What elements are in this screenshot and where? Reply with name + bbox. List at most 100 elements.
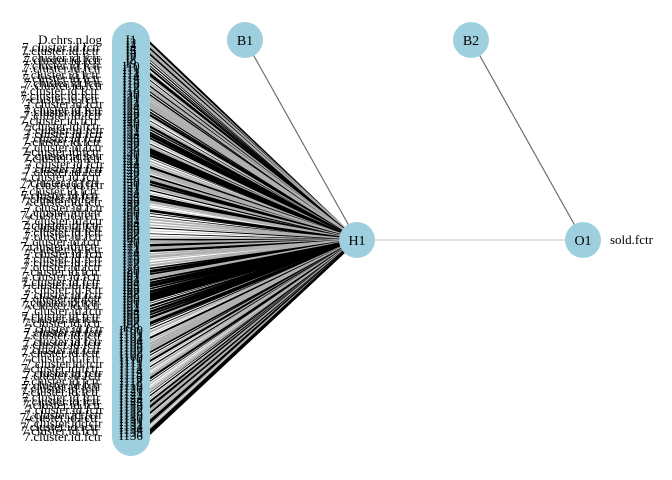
input-node-index: I25 [122,102,139,117]
input-variable-label: 7.cluster.id.fctr [23,60,102,75]
input-variable-label: 7.cluster.id.fctr [21,43,100,58]
input-node-index: I45 [122,161,139,176]
input-variable-label: 7.cluster.id.fctr [23,291,102,306]
input-node-index: I81 [122,267,139,282]
input-variable-label: 7.cluster.id.fctr [24,102,103,117]
input-edge [144,152,358,242]
input-node-index: I11 [123,61,140,76]
input-variable-label: 7.cluster.id.fctr [23,204,102,219]
input-variable-label: 7.cluster.id.fctr [26,156,105,171]
input-variable-label: 7.cluster.id.fctr [22,39,101,54]
input-variable-label: 7.cluster.id.fctr [23,367,102,382]
input-variable-label: 7.cluster.id.fctr [25,321,104,336]
input-node-index: I40 [122,146,139,161]
input-node-index: I133 [119,419,143,434]
input-node-index: I129 [119,408,143,423]
input-node-index: I36 [122,135,140,150]
input-variable-label: 7.cluster.id.fctr [23,134,102,149]
input-node-index: I115 [119,366,142,381]
input-variable-label: 7.cluster.id.fctr [25,126,104,141]
input-node-index: I65 [122,220,139,235]
input-node-index: I111 [120,355,143,370]
input-variable-label: 7.cluster.id.fctr [22,234,101,249]
input-node-index: I73 [122,243,139,258]
input-variable-labels: 7.cluster.id.fctr7.cluster.id.fctr7.clus… [20,39,105,438]
input-layer: I1I2I3I4I5I6I7I8I9I10I11I12I13I14I15I16I… [24,22,150,456]
input-variable-label: 7.cluster.id.fctr [22,342,101,357]
input-variable-label: 7.cluster.id.fctr [22,144,101,159]
input-variable-label: 7.cluster.id.fctr [24,108,103,123]
input-node-index: I12 [122,64,139,79]
input-node-index: I109 [119,349,143,364]
input-node-index: I93 [122,302,139,317]
input-node-index: I23 [122,97,139,112]
input-node-index: I41 [122,149,139,164]
input-node-index: I89 [122,290,139,305]
input-variable-label: 7.cluster.id.fctr [24,287,103,302]
input-edge [144,114,358,241]
input-variable-label: 7.cluster.id.fctr [25,402,104,417]
input-node-index: I99 [122,320,139,335]
input-variable-label: 7.cluster.id.fctr [25,122,104,137]
input-edge [144,199,358,242]
input-node-index: I61 [122,208,139,223]
input-node-index: I95 [122,308,139,323]
input-node-index: I130 [119,410,143,425]
input-variable-label: 7.cluster.id.fctr [20,239,99,254]
input-variable-label: 7.cluster.id.fctr [20,175,99,190]
input-node-index: I44 [122,158,140,173]
bias-node-b2: B2 [453,22,489,58]
input-node-index: I22 [122,94,139,109]
input-variable-label: 7.cluster.id.fctr [20,113,99,128]
input-node-index: I58 [122,199,139,214]
input-node-index: I53 [122,185,139,200]
input-node-index: I64 [122,217,140,232]
input-variable-label: 7.cluster.id.fctr [23,259,102,274]
input-node-index: I32 [122,123,139,138]
input-variable-label: 7.cluster.id.fctr [21,277,100,292]
input-variable-label: 7.cluster.id.fctr [21,217,100,232]
input-node-index: I96 [122,311,140,326]
input-node-index: I84 [122,276,140,291]
input-node-index: I52 [122,182,139,197]
input-variable-label: 7.cluster.id.fctr [24,139,103,154]
input-edge [144,238,358,395]
input-node-index: I62 [122,211,139,226]
input-node-index: I88 [122,287,139,302]
input-node-index: I30 [122,117,139,132]
input-node-index: I118 [119,375,142,390]
input-edge [144,238,358,259]
input-variable-label: 7.cluster.id.fctr [21,188,100,203]
input-variable-label: 7.cluster.id.fctr [23,397,102,412]
input-node-index: I43 [122,155,139,170]
input-variable-label: 7.cluster.id.fctr [24,229,103,244]
input-node-index: I121 [119,384,143,399]
input-node-index: I113 [119,361,142,376]
input-node-index: I38 [122,141,139,156]
input-node-index: I85 [122,278,139,293]
input-variable-label: 7.cluster.id.fctr [24,334,103,349]
bias-to-hidden-edge [244,39,358,241]
input-node-index: I4 [126,41,137,56]
input-node-index: I2 [126,35,137,50]
input-variable-label: 7.cluster.id.fctr [22,274,101,289]
input-node-index: I42 [122,152,139,167]
input-variable-label: 7.cluster.id.fctr [23,75,102,90]
input-variable-label: 7.cluster.id.fctr [20,83,99,98]
input-node-index: I102 [119,328,143,343]
input-variable-label: 7.cluster.id.fctr [21,345,100,360]
hidden-node-h1-label: H1 [348,234,365,249]
input-node-index: I15 [122,73,139,88]
input-node-index: I72 [122,240,139,255]
input-variable-label: 7.cluster.id.fctr [24,365,103,380]
input-node-index: I74 [122,246,140,261]
input-variable-label: 7.cluster.id.fctr [24,104,103,119]
input-variable-label: 7.cluster.id.fctr [25,213,104,228]
input-variable-label: 7.cluster.id.fctr [23,151,102,166]
input-variable-label: 7.cluster.id.fctr [22,57,101,72]
input-node-index: I29 [122,114,139,129]
output-node-o1-label: O1 [574,234,591,249]
input-variable-label: 7.cluster.id.fctr [20,410,99,425]
input-edge [144,212,358,241]
input-node-index: I27 [122,108,140,123]
